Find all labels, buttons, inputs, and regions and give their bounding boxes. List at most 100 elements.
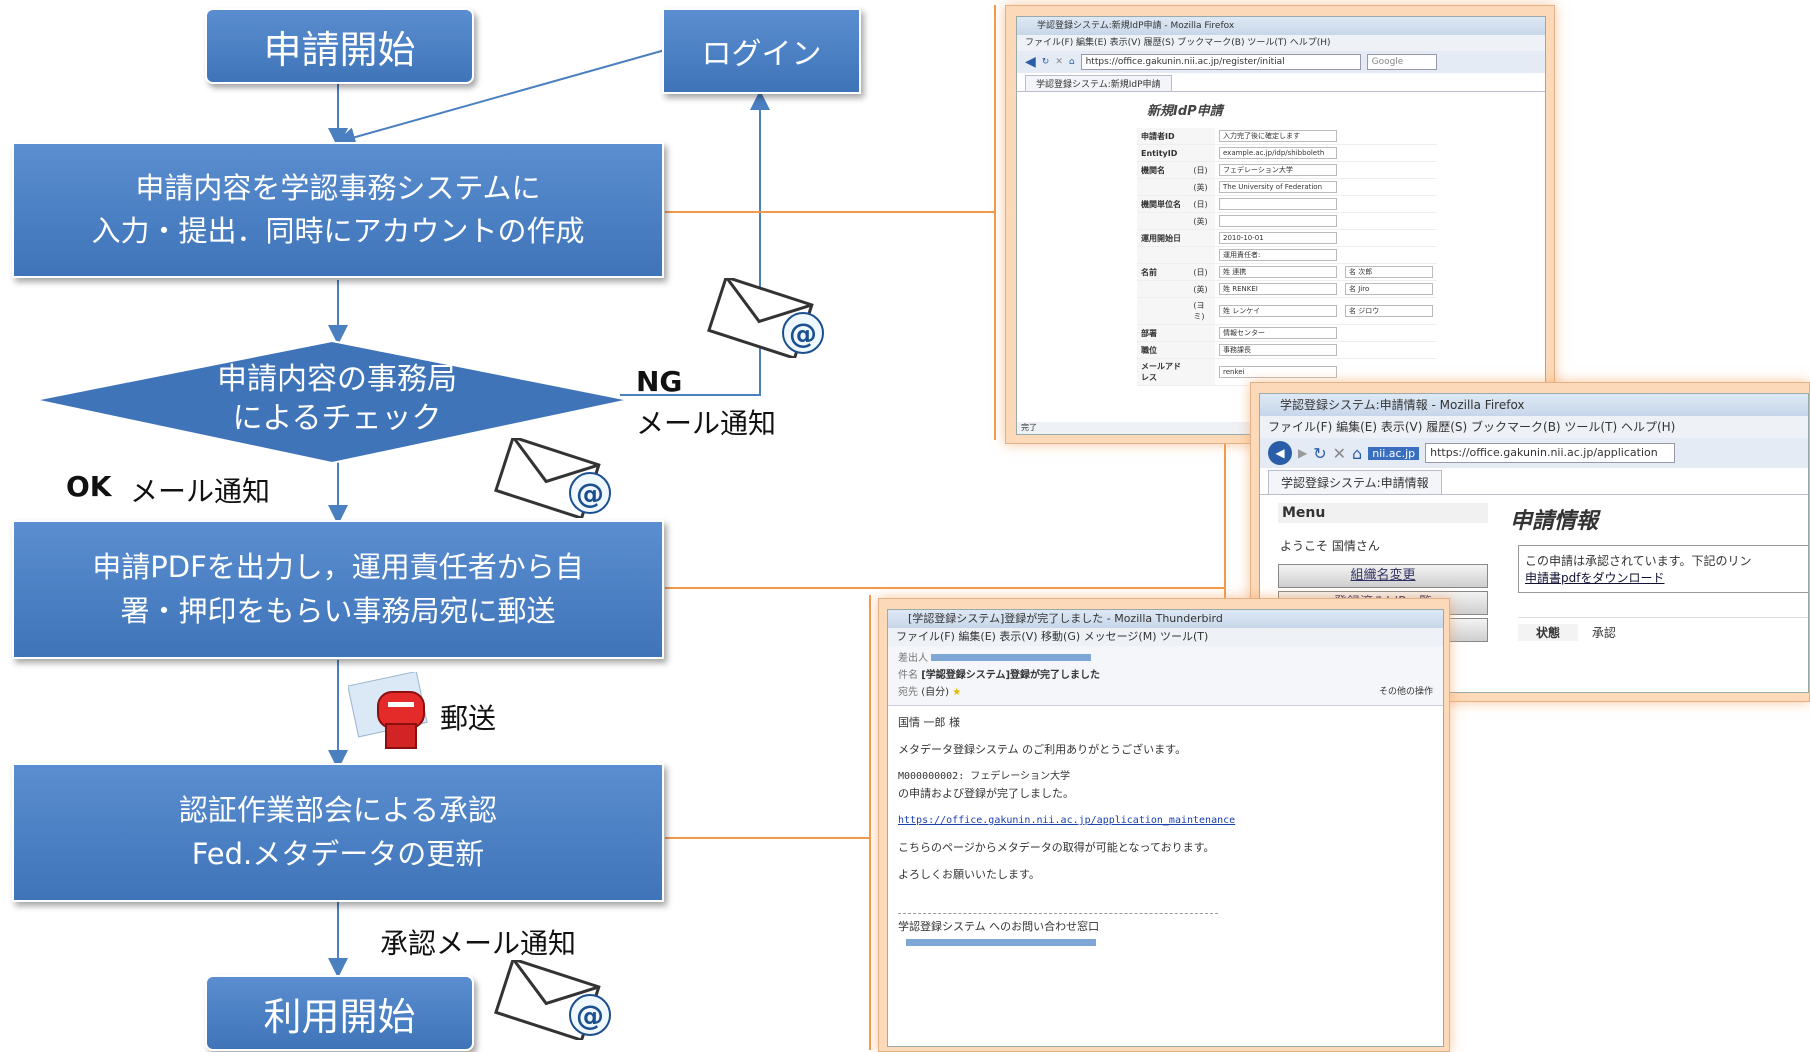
start-box: 申請開始	[205, 8, 474, 84]
home-icon[interactable]: ⌂	[1068, 57, 1075, 67]
form-row-sub	[1189, 324, 1215, 342]
end-box: 利用開始	[205, 975, 474, 1051]
form-row: 職位 事務課長	[1137, 341, 1437, 359]
form-row-sub: (日)	[1189, 195, 1215, 213]
form-field[interactable]: 運用責任者:	[1219, 249, 1337, 261]
notice-box: この申請は承認されています。下記のリン 申請書pdfをダウンロード	[1518, 545, 1808, 593]
form-field-given[interactable]: 名 次郎	[1345, 266, 1433, 278]
form-field[interactable]: 姓 レンケイ	[1219, 305, 1337, 317]
mail-window: [学認登録システム]登録が完了しました - Mozilla Thunderbir…	[887, 609, 1444, 1047]
form-field[interactable]: フェデレーション大学	[1219, 164, 1337, 176]
post-label: 郵送	[440, 702, 497, 735]
welcome-text: ようこそ 国情さん	[1280, 539, 1380, 553]
step3-box: 認証作業部会による承認 Fed.メタデータの更新	[12, 763, 664, 902]
form-field-given[interactable]: 名 Jiro	[1345, 283, 1433, 295]
form-row-sub	[1189, 144, 1215, 162]
url-field[interactable]: https://office.gakunin.nii.ac.jp/applica…	[1425, 443, 1676, 463]
form-field-given[interactable]: 名 ジロウ	[1345, 305, 1433, 317]
form-row: (ヨミ) 姓 レンケイ名 ジロウ	[1137, 297, 1437, 325]
body-line-3: の申請および登録が完了しました。	[898, 787, 1074, 800]
form-row-label	[1137, 178, 1190, 196]
form-row-label: EntityID	[1137, 144, 1190, 162]
check-label: 申請内容の事務局 によるチェック	[217, 362, 457, 436]
form-row: EntityID example.ac.jp/idp/shibboleth	[1137, 144, 1437, 162]
stop-icon[interactable]: ✕	[1055, 57, 1063, 67]
form-row: (英)	[1137, 212, 1437, 230]
form-field[interactable]: The University of Federation	[1219, 181, 1337, 193]
search-field[interactable]: Google	[1366, 54, 1437, 70]
step1-label: 申請内容を学認事務システムに 入力・提出．同時にアカウントの作成	[91, 170, 585, 249]
from-label: 差出人	[898, 653, 928, 664]
form-row-sub	[1189, 358, 1215, 386]
window-title: 学認登録システム:新規IdP申請 - Mozilla Firefox	[1017, 17, 1545, 35]
form-row: 部署情報センター	[1137, 324, 1437, 342]
form-row-label: 名前	[1137, 263, 1190, 281]
info-heading: 申請情報	[1510, 509, 1599, 534]
start-label: 申請開始	[263, 27, 416, 72]
body-line-2: M000000002: フェデレーション大学	[898, 771, 1071, 782]
step1-box: 申請内容を学認事務システムに 入力・提出．同時にアカウントの作成	[12, 142, 664, 278]
nav-bar: ◀ ↻ ✕ ⌂ https://office.gakunin.nii.ac.jp…	[1017, 51, 1545, 73]
reload-icon[interactable]: ↻	[1313, 443, 1327, 463]
other-actions-button[interactable]: その他の操作	[1378, 687, 1433, 697]
back-icon[interactable]: ◀	[1025, 54, 1036, 70]
form-field[interactable]: renkei	[1219, 366, 1337, 378]
form-row-sub: (ヨミ)	[1189, 297, 1215, 325]
form-row-sub: (日)	[1189, 161, 1215, 179]
mail-icon-ok: @	[492, 435, 617, 521]
ng-mail-label: メール通知	[636, 407, 777, 440]
form-row: 機関名(日) フェデレーション大学	[1137, 161, 1437, 179]
form-row: 申請者ID 入力完了後に確定します	[1137, 128, 1437, 145]
to-value: (自分)	[921, 687, 949, 698]
tab-new-idp[interactable]: 学認登録システム:新規IdP申請	[1025, 75, 1172, 91]
footer-redacted	[906, 939, 1096, 946]
form-field[interactable]: 姓 連携	[1219, 266, 1337, 278]
rename-org-button[interactable]: 組織名変更	[1278, 564, 1488, 588]
arrow-ng-to-login	[620, 90, 770, 396]
form-field[interactable]	[1219, 215, 1337, 227]
screenshot-idp-application: 学認登録システム:新規IdP申請 - Mozilla Firefox ファイル(…	[1005, 5, 1555, 444]
form-field[interactable]: 入力完了後に確定します	[1219, 130, 1337, 142]
maintenance-link[interactable]: https://office.gakunin.nii.ac.jp/applica…	[898, 815, 1236, 826]
svg-text:@: @	[576, 999, 604, 1032]
to-label: 宛先	[898, 687, 918, 698]
back-icon[interactable]: ◀	[1268, 441, 1292, 465]
body-line-5: よろしくお願いいたします。	[898, 868, 1040, 881]
stop-icon[interactable]: ✕	[1332, 443, 1347, 463]
form-row-label: 職位	[1137, 341, 1190, 359]
form-field[interactable]: 情報センター	[1219, 327, 1337, 339]
ok-mail-label: メール通知	[130, 475, 271, 508]
url-field[interactable]: https://office.gakunin.nii.ac.jp/registe…	[1080, 54, 1361, 70]
form-row-label	[1137, 246, 1190, 264]
window-title: [学認登録システム]登録が完了しました - Mozilla Thunderbir…	[888, 610, 1443, 628]
form-field[interactable]: 2010-10-01	[1219, 232, 1337, 244]
body-line-1: メタデータ登録システム のご利用ありがとうございます。	[898, 743, 1187, 756]
form-row-label: 運用開始日	[1137, 229, 1190, 247]
form-row: 機関単位名(日)	[1137, 195, 1437, 213]
window-title: 学認登録システム:申請情報 - Mozilla Firefox	[1260, 394, 1808, 416]
home-icon[interactable]: ⌂	[1352, 443, 1363, 463]
form-field[interactable]: 事務課長	[1219, 344, 1337, 356]
reload-icon[interactable]: ↻	[1041, 57, 1050, 67]
form-row-label: 申請者ID	[1137, 128, 1190, 145]
form-field[interactable]: example.ac.jp/idp/shibboleth	[1219, 147, 1337, 159]
form-row-label: 機関単位名	[1137, 195, 1190, 213]
form-field[interactable]	[1219, 198, 1337, 210]
forward-icon[interactable]: ▶	[1298, 446, 1308, 460]
from-redacted	[931, 654, 1092, 661]
form-row: 名前(日)姓 連携名 次郎	[1137, 263, 1437, 281]
menu-title: Menu	[1278, 503, 1488, 523]
subject-value: [学認登録システム]登録が完了しました	[921, 670, 1101, 681]
form-row-sub	[1189, 128, 1215, 145]
form-field[interactable]: 姓 RENKEI	[1219, 283, 1337, 295]
mail-body: 国情 一郎 様 メタデータ登録システム のご利用ありがとうございます。 M000…	[888, 706, 1443, 954]
login-box: ログイン	[662, 8, 861, 94]
body-line-4: こちらのページからメタデータの取得が可能となっております。	[898, 841, 1215, 854]
form-row-label: 機関名	[1137, 161, 1190, 179]
download-link[interactable]: 申請書pdfをダウンロード	[1525, 571, 1665, 585]
form-row-sub	[1189, 246, 1215, 264]
star-icon[interactable]: ★	[952, 687, 962, 698]
login-label: ログイン	[701, 37, 822, 72]
tab-application-info[interactable]: 学認登録システム:申請情報	[1268, 470, 1442, 494]
